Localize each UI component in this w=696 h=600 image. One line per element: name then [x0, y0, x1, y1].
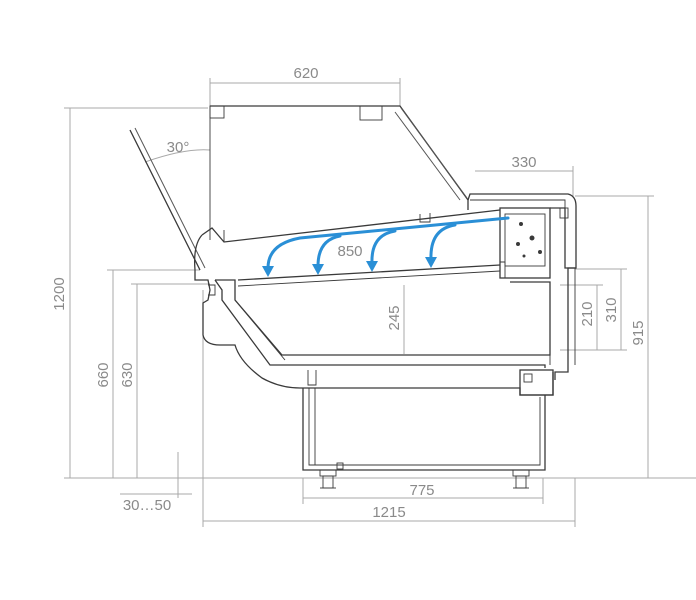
label-660: 660 [95, 362, 112, 387]
airflow-arrow-3 [366, 261, 378, 272]
label-775: 775 [409, 482, 434, 499]
label-630: 630 [119, 362, 136, 387]
label-1215: 1215 [372, 504, 405, 521]
label-245: 245 [386, 305, 403, 330]
dimension-labels: 620 30° 330 850 245 210 310 915 1200 660… [51, 65, 647, 521]
airflow-path-4 [429, 223, 457, 261]
top-cover [201, 209, 501, 243]
rear-unit [499, 207, 551, 279]
foot-right [512, 469, 530, 489]
label-30-degree: 30° [167, 139, 190, 156]
airflow-path-1 [266, 216, 510, 270]
counter-outline [129, 105, 577, 489]
rear-top-cover [467, 193, 577, 286]
rear-panel [554, 286, 569, 380]
label-310: 310 [603, 297, 620, 322]
airflow-path-2 [316, 234, 342, 268]
front-profile [194, 234, 301, 389]
airflow-path-3 [370, 229, 397, 265]
display-well [215, 279, 551, 356]
label-30-50: 30…50 [123, 497, 171, 514]
label-330: 330 [511, 154, 536, 171]
label-1200: 1200 [51, 277, 68, 310]
label-850: 850 [337, 243, 362, 260]
label-620: 620 [293, 65, 318, 82]
angle-arc [144, 149, 211, 163]
display-shelf [237, 264, 501, 281]
front-glass-open [129, 129, 201, 271]
foot-left [319, 469, 337, 489]
airflow-arrow-4 [425, 257, 437, 268]
control-panel [504, 213, 546, 267]
drain-box [519, 369, 554, 396]
cold-airflow [262, 216, 510, 277]
label-915: 915 [630, 320, 647, 345]
lower-cabinet [302, 388, 546, 471]
airflow-arrow-2 [312, 264, 324, 275]
lower-housing-top [300, 372, 554, 396]
label-210: 210 [579, 301, 596, 326]
dimension-lines [64, 78, 696, 527]
airflow-arrow-1 [262, 266, 274, 277]
